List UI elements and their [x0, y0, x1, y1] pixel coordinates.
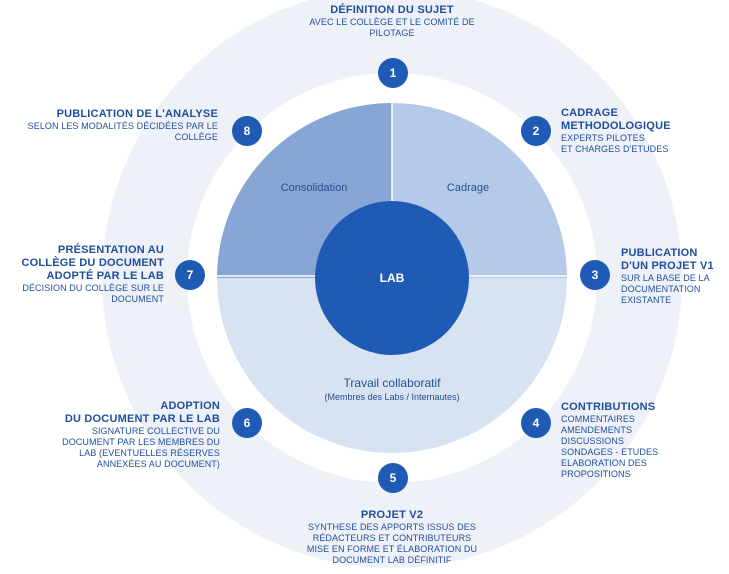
step-4-detail: ELABORATION DES: [561, 458, 647, 468]
step-8-title: PUBLICATION DE L'ANALYSE: [56, 108, 218, 120]
step-3-title: PUBLICATION: [621, 247, 698, 259]
step-1-detail: AVEC LE COLLÈGE ET LE COMITÉ DE: [309, 17, 475, 27]
step-3-detail: DOCUMENTATION: [621, 284, 701, 294]
step-7-detail: DOCUMENT: [111, 294, 164, 304]
step-8-badge: 8: [232, 116, 262, 146]
step-6-detail: DOCUMENT PAR LES MEMBRES DU: [62, 437, 220, 447]
step-6-title: DU DOCUMENT PAR LE LAB: [64, 413, 220, 425]
center-lab-label: LAB: [379, 271, 405, 285]
step-7-label: PRÉSENTATION AU COLLÈGE DU DOCUMENT ADOP…: [4, 244, 164, 305]
step-5-detail: MISE EN FORME ET ÉLABORATION DU: [306, 544, 478, 554]
step-8-detail: COLLÈGE: [174, 132, 218, 142]
step-5-detail: SYNTHESE DES APPORTS ISSUS DES: [308, 522, 476, 532]
sector-cadrage-label: Cadrage: [446, 182, 490, 194]
step-4-badge: 4: [521, 408, 551, 438]
step-7-title: COLLÈGE DU DOCUMENT: [21, 257, 164, 269]
step-2-title: CADRAGE: [561, 107, 619, 119]
step-6-detail: ANNEXÉES AU DOCUMENT): [96, 459, 220, 469]
step-7-detail: DÉCISION DU COLLÈGE SUR LE: [22, 283, 164, 293]
sector-travail-subtitle: (Membres des Labs / Internautes): [324, 392, 460, 402]
step-1-detail: PILOTAGE: [369, 28, 415, 38]
sector-consolidation-label: Consolidation: [280, 182, 348, 194]
step-3-label: PUBLICATION D'UN PROJET V1 SUR LA BASE D…: [621, 247, 727, 306]
step-4-detail: SONDAGES - ETUDES: [561, 447, 659, 457]
step-4-detail: PROPOSITIONS: [561, 469, 631, 479]
step-6-label: ADOPTION DU DOCUMENT PAR LE LAB SIGNATUR…: [40, 400, 220, 470]
step-6-title: ADOPTION: [160, 400, 220, 412]
sector-travail-collaboratif: [217, 278, 567, 453]
step-2-badge: 2: [521, 116, 551, 146]
step-2-label: CADRAGE METHODOLOGIQUE EXPERTS PILOTES E…: [561, 107, 721, 155]
step-8-label: PUBLICATION DE L'ANALYSE SELON LES MODAL…: [4, 108, 218, 143]
step-2-detail: ET CHARGES D'ETUDES: [561, 144, 669, 154]
step-2-detail: EXPERTS PILOTES: [561, 133, 645, 143]
step-2-title: METHODOLOGIQUE: [561, 120, 671, 132]
step-3-detail: EXISTANTE: [621, 295, 672, 305]
step-5-title: PROJET V2: [360, 509, 424, 521]
step-3-badge: 3: [580, 260, 610, 290]
step-5-badge: 5: [378, 463, 408, 493]
step-4-label: CONTRIBUTIONS COMMENTAIRES AMENDEMENTS D…: [561, 401, 721, 480]
step-4-detail: AMENDEMENTS: [561, 425, 633, 435]
step-5-detail: DOCUMENT LAB DÉFINITIF: [332, 555, 452, 565]
step-5-label: PROJET V2 SYNTHESE DES APPORTS ISSUS DES…: [262, 509, 522, 566]
step-1-badge: 1: [378, 58, 408, 88]
step-3-title: D'UN PROJET V1: [621, 260, 714, 272]
step-3-detail: SUR LA BASE DE LA: [621, 273, 710, 283]
step-6-badge: 6: [232, 408, 262, 438]
step-1-label: DÉFINITION DU SUJET AVEC LE COLLÈGE ET L…: [272, 4, 512, 39]
step-6-detail: SIGNATURE COLLECTIVE DU: [91, 426, 220, 436]
step-1-title: DÉFINITION DU SUJET: [330, 4, 454, 16]
center-lab-circle: [315, 201, 469, 355]
step-5-detail: RÉDACTEURS ET CONTRIBUTEURS: [312, 533, 472, 543]
step-7-title: ADOPTÉ PAR LE LAB: [46, 270, 164, 282]
step-4-detail: COMMENTAIRES: [561, 414, 636, 424]
sector-travail-title: Travail collaboratif: [343, 376, 441, 390]
step-7-badge: 7: [175, 260, 205, 290]
step-4-title: CONTRIBUTIONS: [561, 401, 656, 413]
step-7-title: PRÉSENTATION AU: [57, 244, 164, 256]
step-4-detail: DISCUSSIONS: [561, 436, 625, 446]
step-6-detail: LAB (EVENTUELLES RÉSERVES: [79, 448, 220, 458]
step-8-detail: SELON LES MODALITÉS DÉCIDÉES PAR LE: [27, 121, 218, 131]
